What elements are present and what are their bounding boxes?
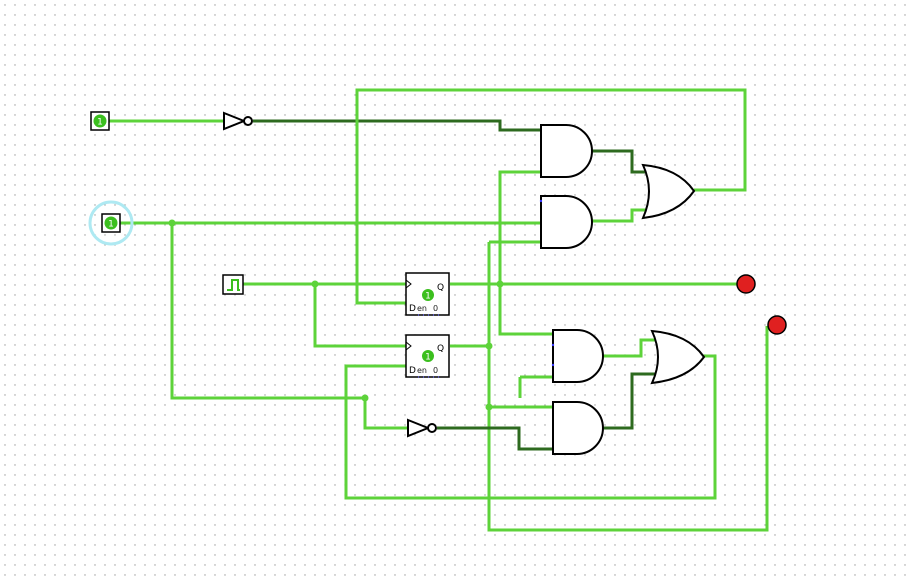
state-text: 0 (433, 304, 438, 313)
d-label: D (409, 366, 416, 376)
wire[interactable] (313, 284, 406, 348)
state-text: 0 (433, 366, 438, 375)
wire[interactable] (487, 242, 769, 532)
wire[interactable] (498, 284, 553, 336)
q-label: Q (437, 283, 444, 293)
clock-source[interactable] (222, 274, 244, 295)
wire[interactable] (592, 149, 648, 174)
or-gate-1[interactable] (641, 163, 696, 220)
junction-dot (168, 219, 176, 227)
input-marker (551, 363, 555, 367)
selection-glow (88, 200, 134, 246)
wire[interactable] (253, 119, 541, 132)
input-marker (539, 199, 543, 203)
and-gate-1[interactable] (540, 124, 593, 178)
value-badge (93, 114, 107, 128)
junction-dot (485, 342, 493, 350)
wire[interactable] (437, 426, 553, 451)
ff-value: 1 (425, 292, 431, 302)
value-badge (422, 350, 434, 362)
junction-dot (361, 394, 369, 402)
input-value: 1 (97, 118, 103, 128)
flip-flop-2[interactable]: Q D en 0 1 (405, 334, 450, 378)
en-label: en (417, 366, 427, 375)
wire[interactable] (355, 88, 747, 305)
ff-value: 1 (425, 353, 431, 363)
output-led-1[interactable] (736, 274, 756, 294)
input-pin-1[interactable]: 1 (90, 111, 110, 131)
wire[interactable] (603, 372, 657, 430)
wires (108, 88, 769, 532)
q-label: Q (437, 344, 444, 354)
output-led-2[interactable] (767, 315, 787, 335)
or-gate-2[interactable] (650, 329, 706, 385)
wire[interactable] (363, 398, 408, 430)
and-gate-4[interactable] (552, 401, 604, 455)
input-value: 1 (108, 220, 114, 230)
en-label: en (417, 304, 427, 313)
clock-triangle-icon (405, 341, 412, 351)
wire[interactable] (603, 338, 657, 358)
junction-dot (311, 280, 319, 288)
value-badge (104, 216, 118, 230)
input-pin-2[interactable]: 1 (88, 200, 134, 246)
junction-dot (496, 280, 504, 288)
junction-dot (485, 403, 493, 411)
wire[interactable] (498, 170, 541, 284)
wire-junctions (168, 219, 504, 411)
d-label: D (409, 304, 416, 314)
and-gate-3[interactable] (551, 329, 604, 383)
wire[interactable] (344, 354, 717, 500)
input-marker (551, 343, 555, 347)
clock-triangle-icon (405, 279, 412, 289)
flip-flop-1[interactable]: Q D en 0 1 (405, 272, 450, 316)
not-gate-1[interactable] (223, 111, 253, 131)
wire[interactable] (592, 208, 648, 223)
clock-wave-icon (227, 279, 240, 291)
value-badge (422, 289, 434, 301)
and-gate-2[interactable] (539, 195, 593, 249)
not-gate-2[interactable] (407, 418, 437, 438)
wire[interactable] (170, 223, 365, 400)
